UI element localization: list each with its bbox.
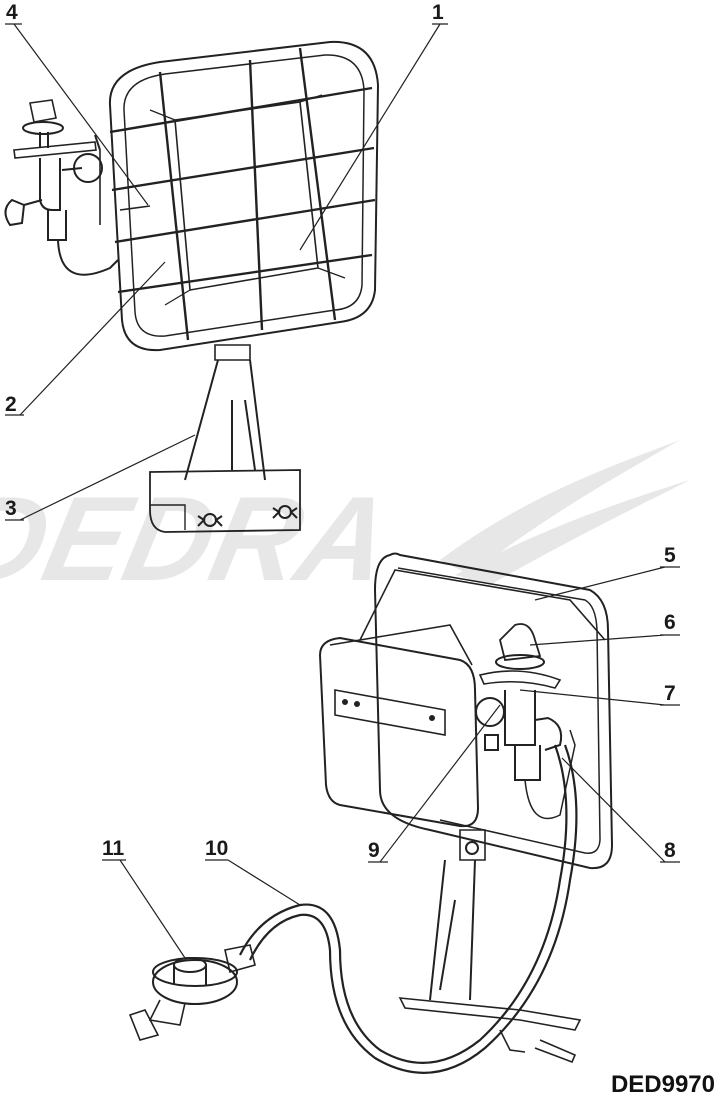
callout-5: 5 <box>664 544 676 567</box>
leader-7 <box>519 689 680 706</box>
control-knob <box>495 623 545 670</box>
leader-10 <box>205 859 301 906</box>
leader-1 <box>299 23 448 251</box>
lower-heater <box>128 552 614 1074</box>
leader-9 <box>368 704 501 863</box>
watermark-logo: DEDRA <box>0 440 690 606</box>
gas-regulator <box>128 944 256 1041</box>
leader-4 <box>5 23 149 206</box>
wing-nut-right <box>272 505 298 519</box>
upper-heater <box>4 40 380 533</box>
callout-7: 7 <box>664 682 676 705</box>
rear-hood <box>359 569 606 641</box>
thermocouple-pipe <box>524 729 576 820</box>
ceramic-plate <box>174 101 319 291</box>
callout-1: 1 <box>432 1 444 24</box>
wing-nut-left <box>197 513 223 527</box>
pilot-valve-assembly <box>4 99 119 276</box>
leader-2 <box>5 261 166 416</box>
grill-guard <box>158 47 337 341</box>
thermocouple <box>119 205 151 211</box>
leader-11 <box>102 859 186 959</box>
callout-8: 8 <box>664 839 676 862</box>
watermark-text: DEDRA <box>0 471 401 605</box>
rear-stand <box>398 829 582 1064</box>
control-box <box>318 624 480 828</box>
model-code: DED9970 <box>610 1071 715 1098</box>
heater-frame <box>108 40 380 352</box>
callout-3: 3 <box>5 497 17 520</box>
leader-3 <box>5 434 196 521</box>
leader-6 <box>529 634 680 646</box>
gas-hose <box>239 744 568 1064</box>
valve-body <box>475 670 563 781</box>
leader-8 <box>561 757 680 863</box>
callout-2: 2 <box>5 393 17 416</box>
callout-10: 10 <box>205 837 229 860</box>
callout-4: 4 <box>6 1 18 24</box>
callout-11: 11 <box>102 837 125 860</box>
rear-frame <box>373 552 614 870</box>
callout-9: 9 <box>368 839 380 862</box>
heater-stand <box>149 344 301 533</box>
leader-lines <box>5 23 680 959</box>
callout-6: 6 <box>664 611 676 634</box>
leader-5 <box>534 566 680 601</box>
